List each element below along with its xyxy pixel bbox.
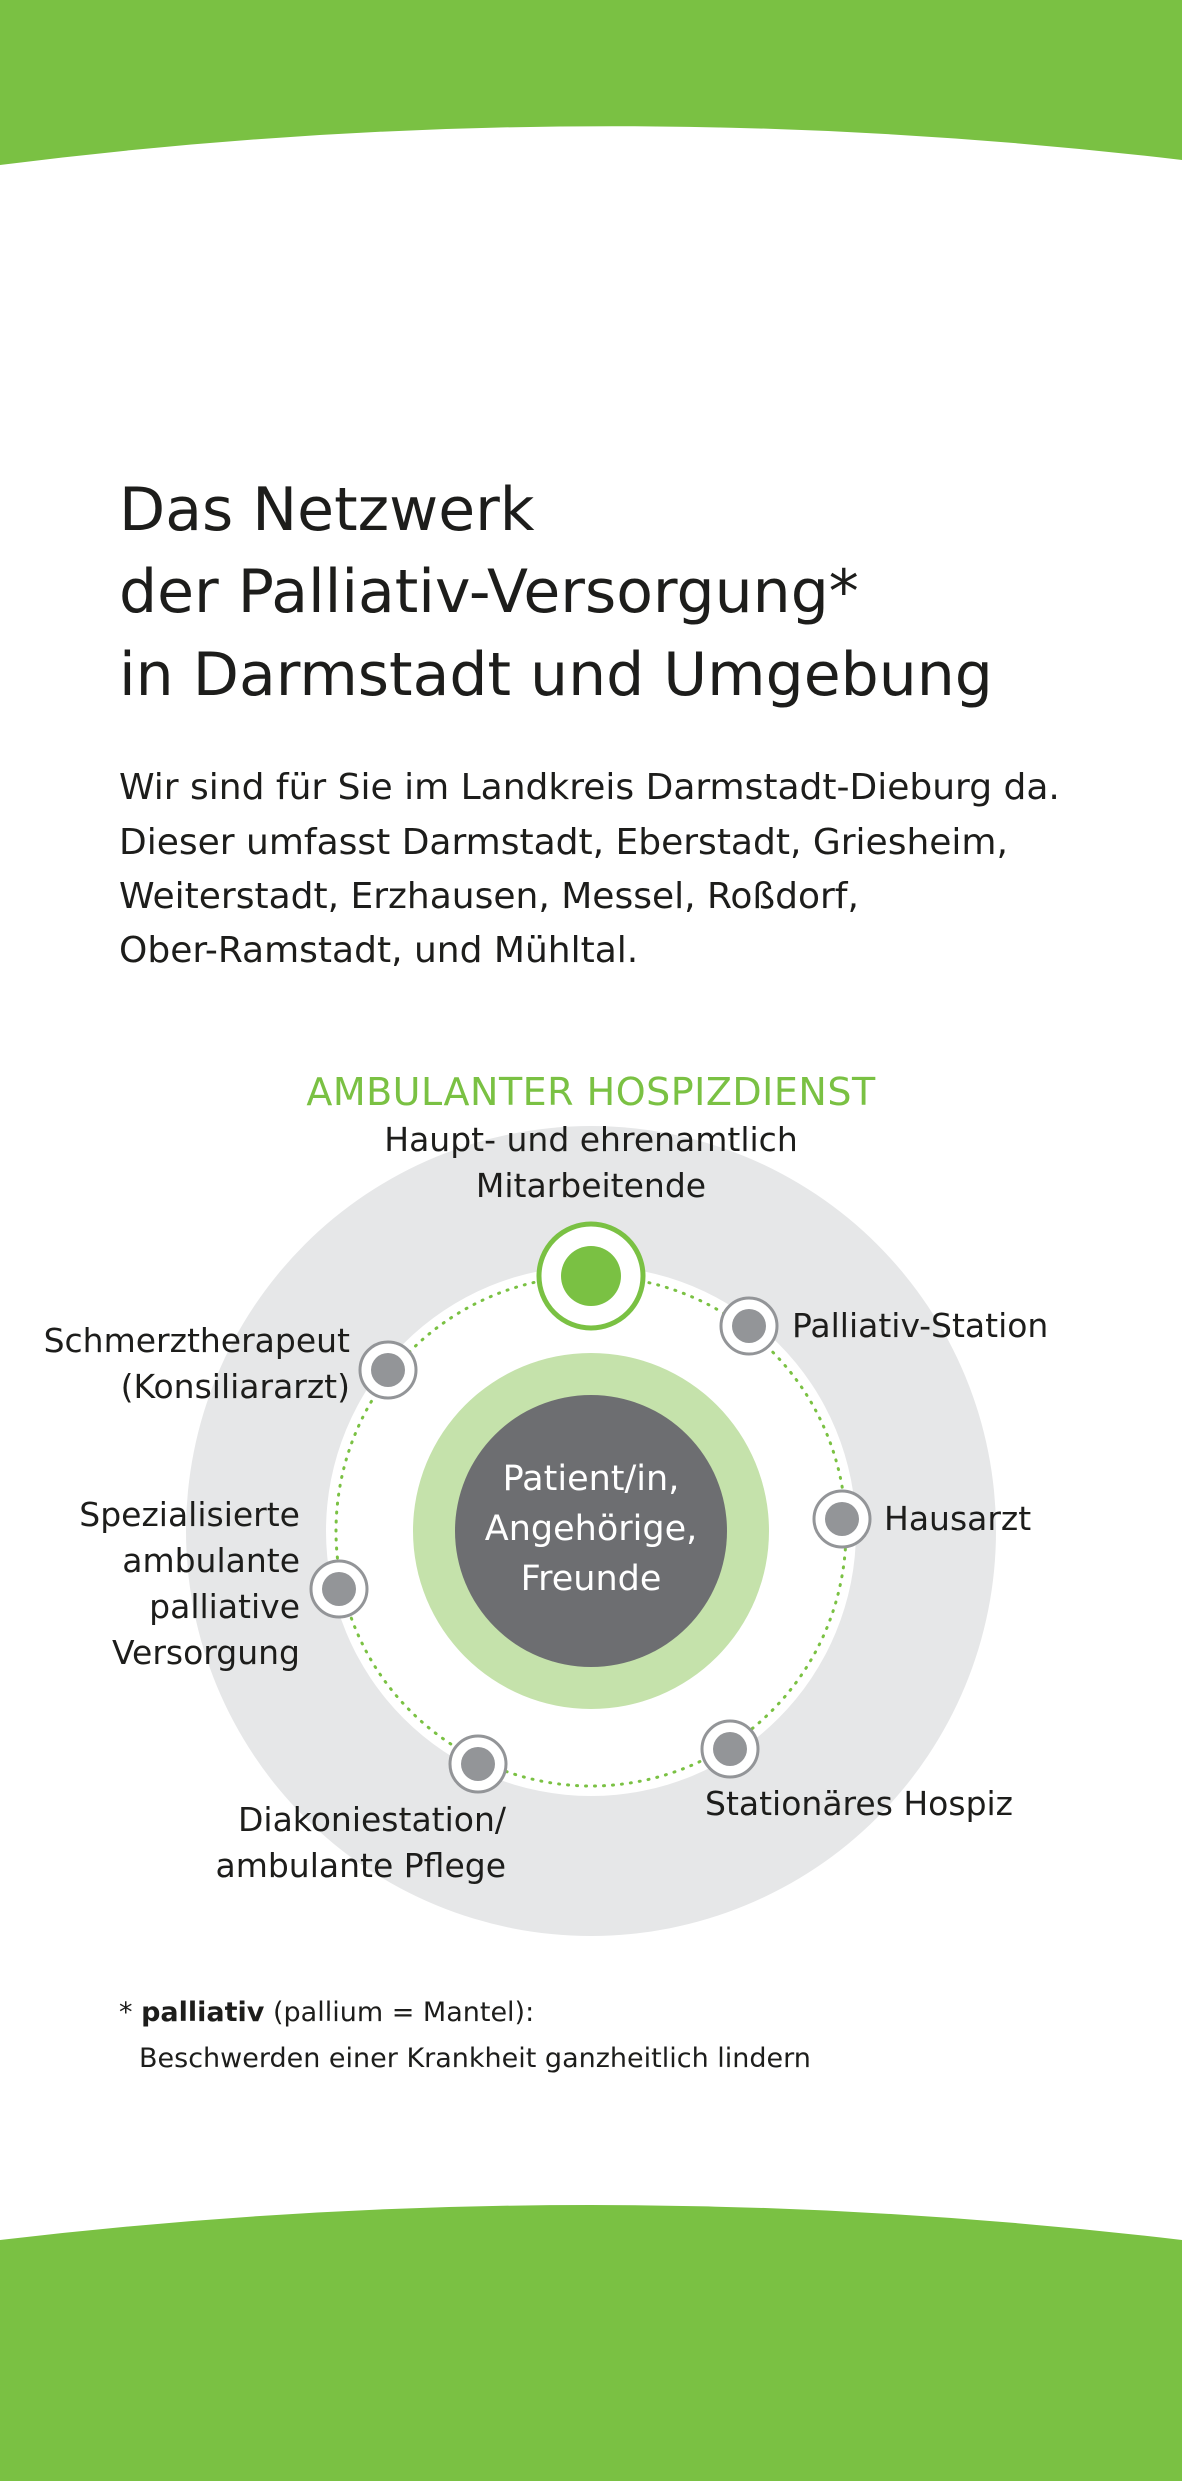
- title-line-2: der Palliativ-Versorgung*: [119, 557, 859, 627]
- node-sapv: [309, 1559, 369, 1619]
- node-stationaeres-hospiz: [700, 1719, 760, 1779]
- network-diagram: [186, 1126, 996, 1936]
- label-hospizdienst-staff: Haupt- und ehrenamtlich Mitarbeitende: [384, 1120, 798, 1205]
- label-hausarzt: Hausarzt: [884, 1499, 1032, 1538]
- diagram-heading: AMBULANTER HOSPIZDIENST: [306, 1070, 876, 1114]
- title-line-1: Das Netzwerk: [119, 475, 535, 545]
- intro-line-2: Dieser umfasst Darmstadt, Eberstadt, Gri…: [119, 822, 1008, 863]
- intro-line-1: Wir sind für Sie im Landkreis Darmstadt-…: [119, 767, 1060, 808]
- node-hospizdienst: [536, 1221, 646, 1331]
- node-palliativ-station: [719, 1296, 779, 1356]
- intro-line-4: Ober-Ramstadt, und Mühltal.: [119, 930, 639, 971]
- footnote-line-1: * palliativ (pallium = Mantel):: [119, 1999, 534, 2026]
- label-diakoniestation: Diakoniestation/ ambulante Pflege: [215, 1800, 506, 1885]
- node-diakoniestation: [448, 1734, 508, 1794]
- label-stationaeres-hospiz: Stationäres Hospiz: [705, 1784, 1014, 1823]
- center-label-patient: Patient/in, Angehörige, Freunde: [484, 1459, 698, 1599]
- footnote-explanation: Beschwerden einer Krankheit ganzheitlich…: [139, 2043, 811, 2074]
- footnote-term: palliativ: [141, 1997, 265, 2028]
- node-hausarzt: [812, 1489, 872, 1549]
- label-palliativ-station: Palliativ-Station: [792, 1306, 1049, 1345]
- title-line-3: in Darmstadt und Umgebung: [119, 640, 993, 710]
- footnote-definition: (pallium = Mantel):: [272, 1997, 535, 2028]
- label-sapv: Spezialisierte ambulante palliative Vers…: [79, 1495, 300, 1672]
- patient-center-circle: [455, 1395, 727, 1667]
- node-schmerztherapeut: [358, 1340, 418, 1400]
- intro-line-3: Weiterstadt, Erzhausen, Messel, Roßdorf,: [119, 876, 859, 917]
- bottom-green-band: [0, 2205, 1182, 2481]
- label-schmerztherapeut: Schmerztherapeut (Konsiliararzt): [43, 1321, 350, 1406]
- top-green-band: [0, 0, 1182, 165]
- footnote-marker: *: [119, 1997, 133, 2028]
